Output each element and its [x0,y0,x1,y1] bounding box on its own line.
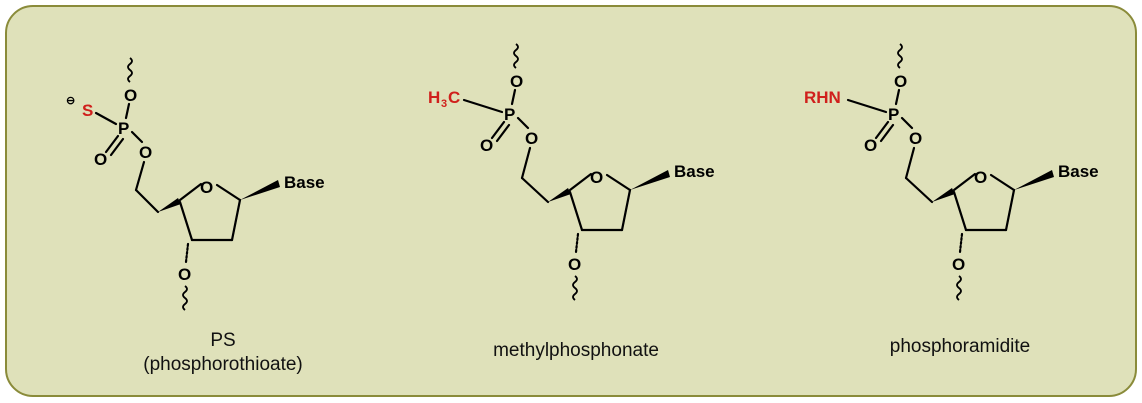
caption-ps: PS [210,330,235,351]
atom-phosphorus: P [888,105,899,124]
atom-oxygen-top: O [510,72,523,91]
atom-oxygen-ester: O [909,129,922,148]
wavy-bond-top [127,57,133,83]
base-label: Base [674,162,715,181]
wavy-bond-top [897,43,903,69]
atom-ring-oxygen: O [590,168,603,187]
atom-oxygen-ester: O [139,143,152,162]
atom-oxygen-top: O [124,86,137,105]
structure-phosphoramidite: O P RHN O O O Base O phosphoramidite [804,43,1099,357]
diagram-panel [5,5,1137,397]
structure-methylphosphonate: O P H 3 C O O O Base O methylphosphonate [428,43,715,361]
atom-oxygen-double: O [864,136,877,155]
atom-oxygen-top: O [894,72,907,91]
atom-ring-oxygen: O [974,168,987,187]
atom-phosphorus: P [118,119,129,138]
atom-oxygen-ester: O [525,129,538,148]
wavy-bond-bottom [572,275,578,301]
caption-methylphosphonate: methylphosphonate [493,340,659,361]
modification-methyl: H 3 C [428,88,460,110]
atom-oxygen-3prime: O [568,255,581,274]
svg-text:3: 3 [441,98,447,110]
atom-oxygen-double: O [94,150,107,169]
structure-ps: O P S ⊖ O O O Base [66,57,325,375]
caption-phosphoramidite: phosphoramidite [890,336,1030,357]
negative-charge: ⊖ [66,95,75,107]
wavy-bond-top [513,43,519,69]
wavy-bond-bottom [956,275,962,301]
base-label: Base [1058,162,1099,181]
atom-oxygen-double: O [480,136,493,155]
caption-phosphorothioate: (phosphorothioate) [143,354,303,375]
atom-phosphorus: P [504,105,515,124]
base-label: Base [284,173,325,192]
modification-rhn: RHN [804,88,841,107]
wavy-bond-bottom [182,285,188,311]
atom-ring-oxygen: O [200,178,213,197]
modification-s: S [82,101,93,120]
atom-oxygen-3prime: O [178,265,191,284]
svg-text:H: H [428,88,440,107]
atom-oxygen-3prime: O [952,255,965,274]
svg-text:C: C [448,88,460,107]
